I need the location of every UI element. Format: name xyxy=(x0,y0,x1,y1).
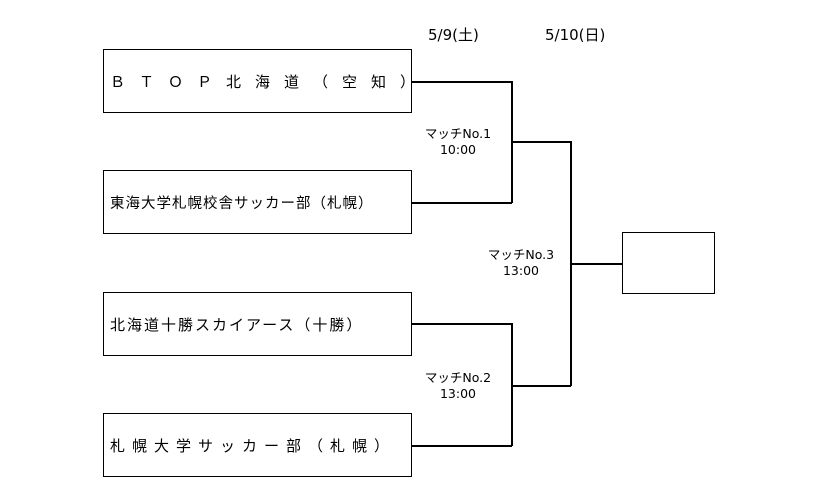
bracket-line xyxy=(570,263,622,265)
team-name: ＢＴＯＰ北海道（空知） xyxy=(110,72,412,91)
bracket-line xyxy=(412,323,512,325)
match-label-2: マッチNo.2 13:00 xyxy=(425,370,491,402)
team-name: 札幌大学サッカー部（札幌） xyxy=(110,436,397,455)
bracket-line xyxy=(412,202,512,204)
match-label-1: マッチNo.1 10:00 xyxy=(425,126,491,158)
bracket-line xyxy=(511,141,571,143)
match-number: マッチNo.3 xyxy=(487,247,555,262)
team-box-4: 札幌大学サッカー部（札幌） xyxy=(103,413,412,477)
bracket-line xyxy=(412,445,512,447)
team-box-3: 北海道十勝スカイアース（十勝） xyxy=(103,292,412,356)
bracket-line xyxy=(511,323,513,446)
bracket-line xyxy=(511,385,571,387)
date-round1: 5/9(土) xyxy=(428,26,479,44)
team-box-1: ＢＴＯＰ北海道（空知） xyxy=(103,49,412,113)
match-number: マッチNo.1 xyxy=(424,126,492,141)
match-time: 10:00 xyxy=(439,142,477,157)
team-name: 東海大学札幌校舎サッカー部（札幌） xyxy=(110,195,374,212)
match-label-3: マッチNo.3 13:00 xyxy=(488,247,554,279)
winner-box xyxy=(622,232,715,294)
bracket-line xyxy=(412,81,512,83)
match-time: 13:00 xyxy=(439,386,477,401)
team-box-2: 東海大学札幌校舎サッカー部（札幌） xyxy=(103,170,412,234)
match-time: 13:00 xyxy=(502,263,540,278)
date-round2: 5/10(日) xyxy=(545,26,606,44)
team-name: 北海道十勝スカイアース（十勝） xyxy=(110,315,364,334)
match-number: マッチNo.2 xyxy=(424,370,492,385)
